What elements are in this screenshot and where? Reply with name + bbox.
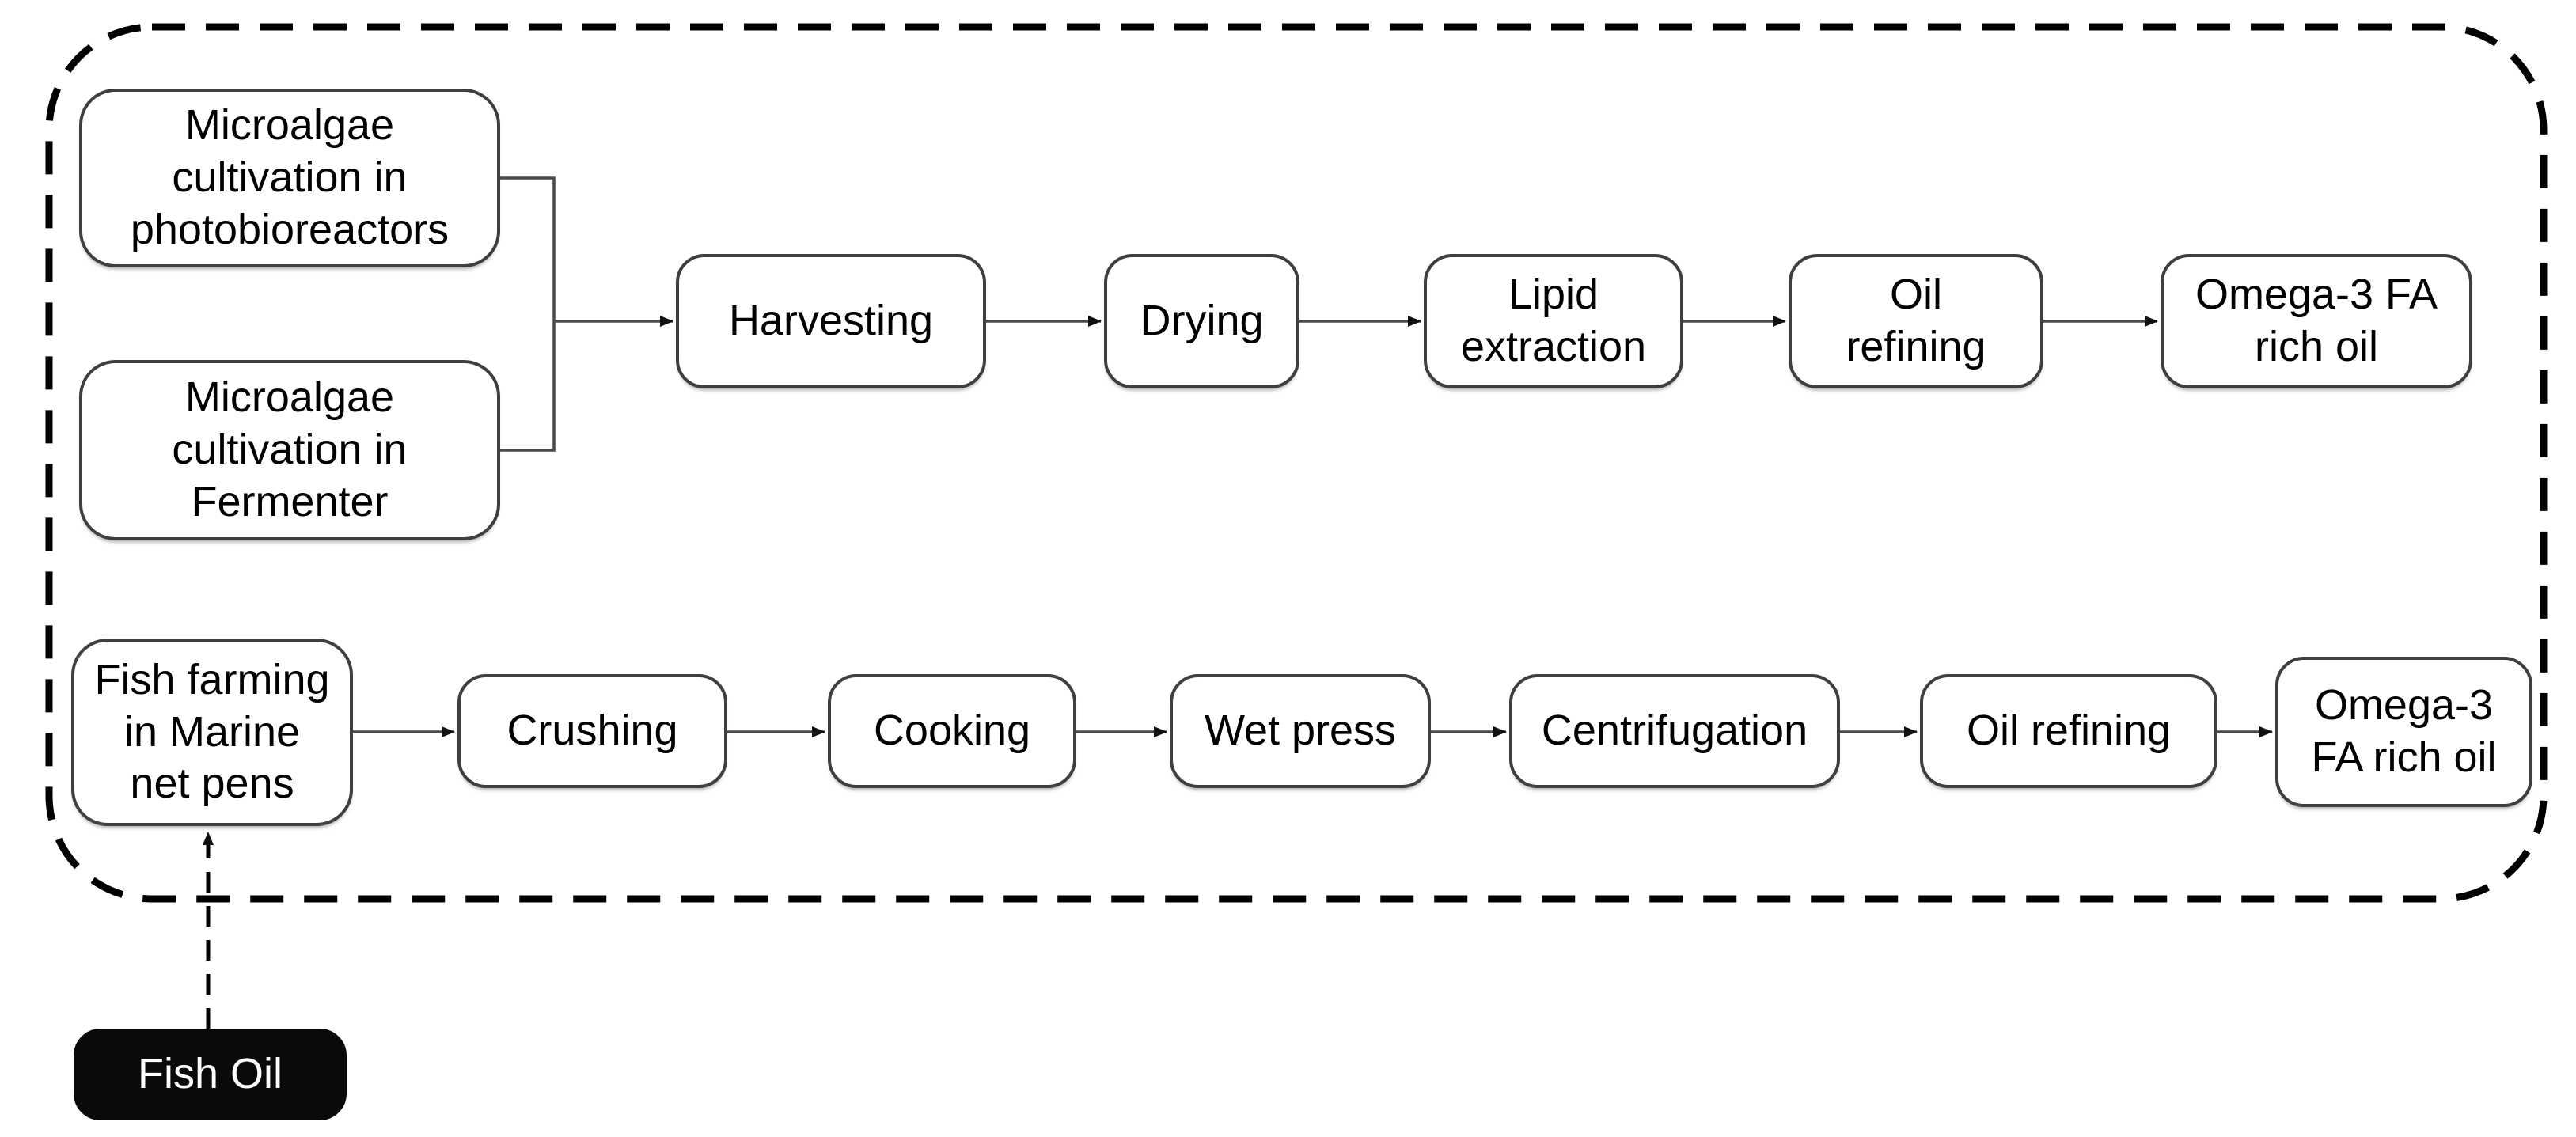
node-harvesting: Harvesting (676, 254, 986, 388)
node-crushing: Crushing (457, 674, 727, 788)
node-microalgae-photobioreactors: Microalgae cultivation in photobioreacto… (79, 89, 500, 267)
node-omega3-rich-oil-bottom: Omega-3 FA rich oil (2275, 657, 2532, 807)
node-fish-oil-input: Fish Oil (74, 1029, 347, 1120)
node-microalgae-fermenter: Microalgae cultivation in Fermenter (79, 360, 500, 540)
node-cooking: Cooking (828, 674, 1076, 788)
node-fish-farming-marine-net-pens: Fish farming in Marine net pens (71, 639, 353, 826)
node-drying: Drying (1104, 254, 1299, 388)
node-wet-press: Wet press (1170, 674, 1431, 788)
node-oil-refining-bottom: Oil refining (1920, 674, 2217, 788)
node-oil-refining-top: Oil refining (1789, 254, 2043, 388)
merge-bracket (500, 176, 556, 452)
node-omega3-rich-oil-top: Omega-3 FA rich oil (2161, 254, 2472, 388)
system-boundary-dashed-border (45, 23, 2548, 903)
node-lipid-extraction: Lipid extraction (1424, 254, 1683, 388)
node-centrifugation: Centrifugation (1509, 674, 1840, 788)
